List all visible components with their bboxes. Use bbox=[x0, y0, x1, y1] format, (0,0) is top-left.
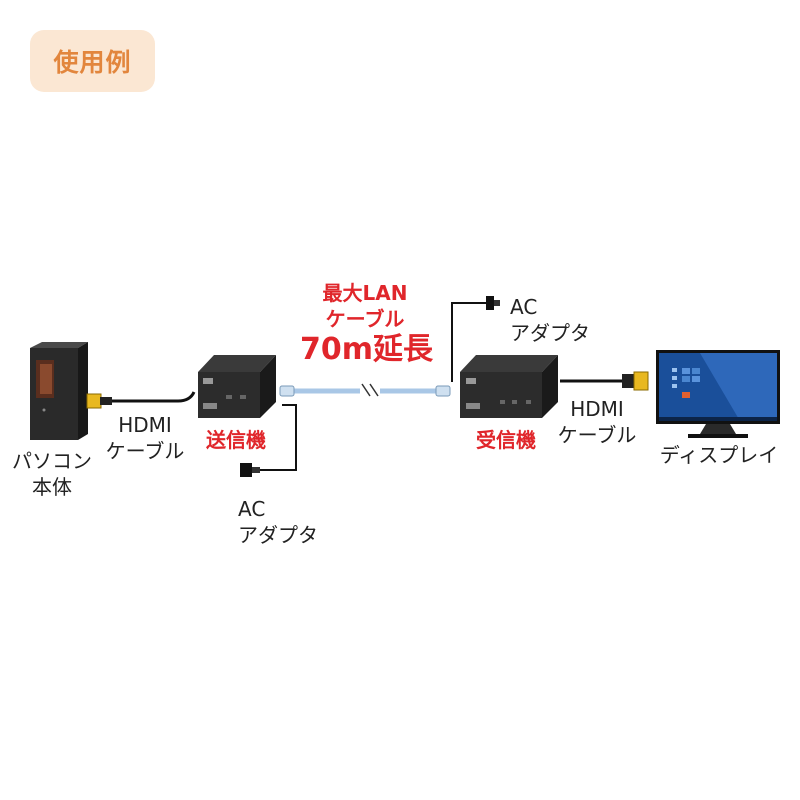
ac-right-label: AC アダプタ bbox=[510, 294, 590, 346]
hdmi-right-label: HDMI ケーブル bbox=[556, 396, 638, 448]
hdmi-right-line2: ケーブル bbox=[557, 423, 637, 447]
transmitter-box-icon bbox=[198, 355, 276, 418]
hdmi-cable-left bbox=[86, 391, 196, 409]
ac-adapter-left-icon bbox=[240, 404, 297, 477]
lan-length-line1: 最大LAN bbox=[322, 281, 408, 305]
ac-right-line1: AC bbox=[510, 295, 538, 319]
display-label: ディスプレイ bbox=[659, 443, 779, 467]
ac-left-line2: アダプタ bbox=[238, 523, 318, 547]
lan-cable bbox=[279, 383, 451, 397]
hdmi-left-line2: ケーブル bbox=[105, 439, 185, 463]
usage-example-badge: 使用例 bbox=[30, 30, 155, 92]
lan-length-line2: ケーブル bbox=[325, 307, 405, 331]
transmitter-label: 送信機 bbox=[206, 428, 266, 452]
ac-left-label: AC アダプタ bbox=[238, 496, 318, 548]
pc-label-line2: 本体 bbox=[32, 475, 72, 499]
hdmi-cable-right bbox=[560, 371, 649, 391]
lan-length-label: 最大LAN ケーブル 70m延長 bbox=[300, 280, 434, 368]
lan-length-line3: 70m延長 bbox=[300, 332, 434, 367]
hdmi-left-label: HDMI ケーブル bbox=[104, 412, 186, 464]
ac-adapter-right-icon bbox=[451, 296, 500, 382]
hdmi-left-line1: HDMI bbox=[118, 413, 172, 437]
pc-tower-icon bbox=[30, 342, 88, 440]
ac-left-line1: AC bbox=[238, 497, 266, 521]
receiver-box-icon bbox=[460, 355, 558, 418]
hdmi-right-line1: HDMI bbox=[570, 397, 624, 421]
pc-label-line1: パソコン bbox=[12, 449, 92, 473]
receiver-label: 受信機 bbox=[476, 428, 536, 452]
display-monitor-icon bbox=[656, 350, 780, 438]
pc-label: パソコン 本体 bbox=[4, 448, 100, 500]
ac-right-line2: アダプタ bbox=[510, 321, 590, 345]
